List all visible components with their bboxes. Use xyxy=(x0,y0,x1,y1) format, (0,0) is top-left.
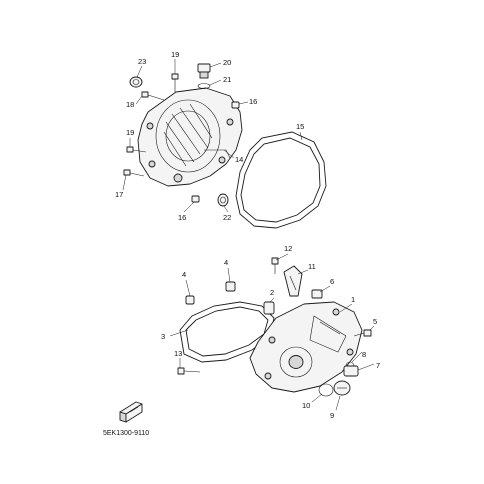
callout-8: 8 xyxy=(362,350,366,359)
lever-11 xyxy=(283,265,303,297)
front-indicator-icon xyxy=(119,401,143,423)
oil-seal-22 xyxy=(217,193,229,207)
bolt-19-top xyxy=(171,73,179,92)
o-ring-21 xyxy=(197,83,211,89)
callout-16-upper: 16 xyxy=(249,97,257,106)
callout-17: 17 xyxy=(115,190,123,199)
bolt-17 xyxy=(123,169,145,177)
leader-lines xyxy=(122,59,375,411)
callout-6: 6 xyxy=(330,277,334,286)
filler-plug-20 xyxy=(197,63,211,79)
callout-9: 9 xyxy=(330,411,334,420)
bolt-18 xyxy=(141,91,165,101)
part-2 xyxy=(263,301,275,315)
callout-12: 12 xyxy=(284,244,292,253)
callout-7: 7 xyxy=(376,361,380,370)
gasket-lower-inner xyxy=(185,306,269,357)
bolt-5 xyxy=(353,329,372,337)
gasket-upper xyxy=(235,131,327,229)
oil-seal-23 xyxy=(129,76,143,88)
callout-10: 10 xyxy=(302,401,310,410)
crankcase-cover-lower xyxy=(249,301,363,393)
callouts: 23 19 20 21 18 16 19 14 15 17 16 22 12 1… xyxy=(115,50,380,420)
callout-18: 18 xyxy=(126,100,134,109)
callout-4-right: 4 xyxy=(224,258,228,267)
callout-2: 2 xyxy=(270,288,274,297)
callout-20: 20 xyxy=(223,58,231,67)
diagram-reference-code: 5EK1300-9110 xyxy=(103,430,149,437)
bolt-12 xyxy=(271,257,279,274)
callout-23: 23 xyxy=(138,57,146,66)
dowel-16-lower xyxy=(191,195,200,203)
callout-5: 5 xyxy=(373,317,377,326)
callout-13: 13 xyxy=(174,349,182,358)
o-ring-10 xyxy=(318,383,334,397)
bolt-6 xyxy=(311,289,323,299)
callout-22: 22 xyxy=(223,213,231,222)
callout-19-mid: 19 xyxy=(126,128,134,137)
dowel-4-right xyxy=(225,281,236,292)
callout-3: 3 xyxy=(161,332,165,341)
dowel-4-left xyxy=(185,295,195,305)
callout-11: 11 xyxy=(308,262,316,271)
gasket-upper-inner xyxy=(240,137,321,223)
plug-9 xyxy=(333,380,351,396)
callout-16-lower: 16 xyxy=(178,213,186,222)
callout-21: 21 xyxy=(223,75,231,84)
callout-1: 1 xyxy=(351,295,355,304)
callout-4-left: 4 xyxy=(182,270,186,279)
bolt-13 xyxy=(177,367,201,375)
plug-7 xyxy=(343,365,359,377)
crankcase-cover-upper xyxy=(137,87,243,187)
callout-14: 14 xyxy=(235,155,243,164)
callout-19-top: 19 xyxy=(171,50,179,59)
callout-15: 15 xyxy=(296,122,304,131)
dowel-16-upper xyxy=(231,101,240,109)
